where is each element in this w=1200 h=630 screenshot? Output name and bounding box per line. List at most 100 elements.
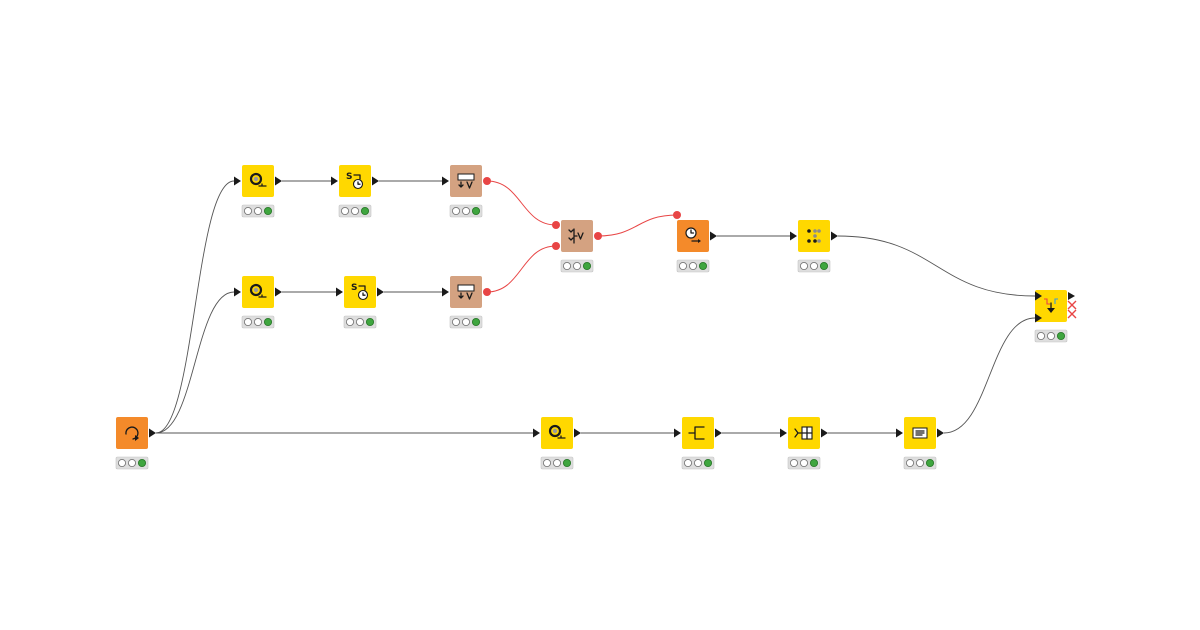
- data-output-port[interactable]: [574, 428, 581, 438]
- data-input-port[interactable]: [336, 287, 343, 297]
- status-off-light: [552, 458, 562, 468]
- data-input-port[interactable]: [533, 428, 540, 438]
- data-input-port[interactable]: [780, 428, 787, 438]
- connection-n14-n15[interactable]: [943, 317, 1036, 434]
- flow-variable-output-port[interactable]: [483, 177, 491, 185]
- table-view-icon: [912, 427, 928, 439]
- node-body[interactable]: [450, 165, 482, 197]
- node-n7[interactable]: [442, 276, 491, 329]
- status-off-light: [809, 261, 819, 271]
- connection-n4-n8[interactable]: [486, 180, 557, 226]
- node-status-traffic-light: [449, 315, 483, 329]
- connection-n10-n15[interactable]: [837, 235, 1036, 297]
- node-body[interactable]: [682, 417, 714, 449]
- data-output-port[interactable]: [275, 176, 282, 186]
- node-body[interactable]: [116, 417, 148, 449]
- data-input-port[interactable]: [790, 231, 797, 241]
- data-output-port[interactable]: [715, 428, 722, 438]
- data-output-port[interactable]: [275, 287, 282, 297]
- data-output-port[interactable]: [821, 428, 828, 438]
- table-row-to-variable-icon: [457, 284, 475, 300]
- node-n4[interactable]: [442, 165, 491, 218]
- status-executed-light: [925, 458, 935, 468]
- status-off-light: [461, 206, 471, 216]
- status-executed-light: [365, 317, 375, 327]
- status-off-light: [451, 206, 461, 216]
- flow-variable-output-port[interactable]: [483, 288, 491, 296]
- status-executed-light: [819, 261, 829, 271]
- status-off-light: [542, 458, 552, 468]
- joiner-icon: [794, 426, 813, 440]
- node-status-traffic-light: [560, 259, 594, 273]
- data-input-port[interactable]: [896, 428, 903, 438]
- data-input-port[interactable]: [442, 287, 449, 297]
- status-executed-light: [698, 261, 708, 271]
- node-n5[interactable]: [234, 276, 282, 329]
- connection-n7-n8[interactable]: [486, 245, 557, 293]
- connection-n8-n9[interactable]: [597, 214, 678, 237]
- data-output-port[interactable]: [372, 176, 379, 186]
- data-output-port[interactable]: [937, 428, 944, 438]
- data-output-port[interactable]: [831, 231, 838, 241]
- node-body[interactable]: [450, 276, 482, 308]
- data-input-port[interactable]: [234, 287, 241, 297]
- node-n13[interactable]: [780, 417, 828, 470]
- data-input-port[interactable]: [674, 428, 681, 438]
- node-status-traffic-light: [241, 204, 275, 218]
- node-n11[interactable]: [533, 417, 581, 470]
- node-status-traffic-light: [338, 204, 372, 218]
- status-executed-light: [582, 261, 592, 271]
- status-executed-light: [137, 458, 147, 468]
- node-n6[interactable]: S: [336, 276, 384, 329]
- node-n12[interactable]: [674, 417, 722, 470]
- connection-n1-n5[interactable]: [155, 291, 235, 434]
- flow-variable-input-port[interactable]: [673, 211, 681, 219]
- node-n14[interactable]: [896, 417, 944, 470]
- node-n3[interactable]: S: [331, 165, 379, 218]
- node-body[interactable]: [242, 276, 274, 308]
- node-status-traffic-light: [540, 456, 574, 470]
- node-n9[interactable]: [673, 211, 717, 273]
- data-input-port[interactable]: [331, 176, 338, 186]
- node-status-traffic-light: [115, 456, 149, 470]
- node-body[interactable]: [541, 417, 573, 449]
- status-off-light: [683, 458, 693, 468]
- node-n15[interactable]: [1034, 290, 1077, 343]
- node-n10[interactable]: [790, 220, 838, 273]
- flow-variable-input-port[interactable]: [552, 242, 560, 250]
- merge-variables-icon: [568, 228, 584, 244]
- node-body[interactable]: [242, 165, 274, 197]
- data-input-port[interactable]: [1035, 291, 1042, 301]
- data-input-port[interactable]: [234, 176, 241, 186]
- inactive-branch-icon: [1067, 300, 1077, 310]
- svg-text:S: S: [346, 172, 352, 182]
- node-n1[interactable]: [115, 417, 156, 470]
- data-input-port[interactable]: [1035, 313, 1042, 323]
- node-status-traffic-light: [241, 315, 275, 329]
- node-status-traffic-light: [449, 204, 483, 218]
- db-query-icon: [548, 424, 566, 439]
- dot-pattern-icon: [807, 229, 821, 243]
- table-row-to-variable-icon: [457, 173, 475, 189]
- data-output-port[interactable]: [377, 287, 384, 297]
- column-splitter-icon: [688, 426, 705, 440]
- status-off-light: [562, 261, 572, 271]
- data-output-port[interactable]: [710, 231, 717, 241]
- flow-variable-output-port[interactable]: [594, 232, 602, 240]
- node-n8[interactable]: [552, 220, 602, 273]
- status-off-light: [789, 458, 799, 468]
- node-n2[interactable]: [234, 165, 282, 218]
- data-output-port[interactable]: [1068, 292, 1075, 300]
- status-executed-light: [360, 206, 370, 216]
- status-off-light: [693, 458, 703, 468]
- status-off-light: [688, 261, 698, 271]
- status-executed-light: [562, 458, 572, 468]
- status-off-light: [253, 206, 263, 216]
- data-output-port[interactable]: [149, 428, 156, 438]
- flow-variable-input-port[interactable]: [552, 221, 560, 229]
- connection-n1-n2[interactable]: [155, 180, 235, 434]
- status-executed-light: [263, 206, 273, 216]
- status-executed-light: [471, 317, 481, 327]
- data-input-port[interactable]: [442, 176, 449, 186]
